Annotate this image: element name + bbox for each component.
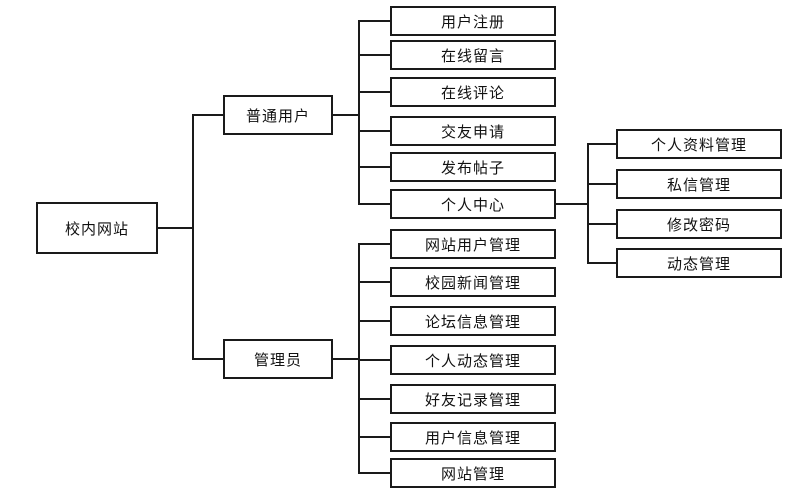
personal-center-function-node: 修改密码 [616,209,782,239]
function-label: 网站管理 [440,464,505,483]
user-function-node: 发布帖子 [390,152,556,182]
admin-function-node: 用户信息管理 [390,422,556,452]
function-label: 私信管理 [666,175,731,194]
user-function-node: 在线评论 [390,77,556,107]
personal-center-function-node: 动态管理 [616,248,782,278]
role-node-label: 普通用户 [245,106,310,125]
function-label: 个人资料管理 [650,135,747,154]
function-label: 个人中心 [440,195,505,214]
user-function-node: 在线留言 [390,40,556,70]
function-label: 修改密码 [666,215,731,234]
function-label: 个人动态管理 [424,351,521,370]
admin-function-node: 网站用户管理 [390,229,556,259]
admin-function-node: 网站管理 [390,458,556,488]
admin-function-node: 校园新闻管理 [390,267,556,297]
admin-function-node: 好友记录管理 [390,384,556,414]
function-label: 在线评论 [440,83,505,102]
root-node-campus-site: 校内网站 [36,202,158,254]
personal-center-function-node: 个人资料管理 [616,129,782,159]
role-node-label: 管理员 [253,350,302,369]
user-function-node-personal-center: 个人中心 [390,189,556,219]
role-node-administrator: 管理员 [223,339,333,379]
role-node-ordinary-user: 普通用户 [223,95,333,135]
function-label: 动态管理 [666,254,731,273]
function-label: 校园新闻管理 [424,273,521,292]
user-function-node: 交友申请 [390,116,556,146]
admin-function-node: 论坛信息管理 [390,306,556,336]
function-label: 用户信息管理 [424,428,521,447]
function-label: 发布帖子 [440,158,505,177]
personal-center-function-node: 私信管理 [616,169,782,199]
function-label: 交友申请 [440,122,505,141]
function-label: 在线留言 [440,46,505,65]
function-label: 好友记录管理 [424,390,521,409]
user-function-node: 用户注册 [390,6,556,36]
admin-function-node: 个人动态管理 [390,345,556,375]
function-label: 论坛信息管理 [424,312,521,331]
function-label: 网站用户管理 [424,235,521,254]
root-node-label: 校内网站 [64,219,129,238]
function-label: 用户注册 [440,12,505,31]
